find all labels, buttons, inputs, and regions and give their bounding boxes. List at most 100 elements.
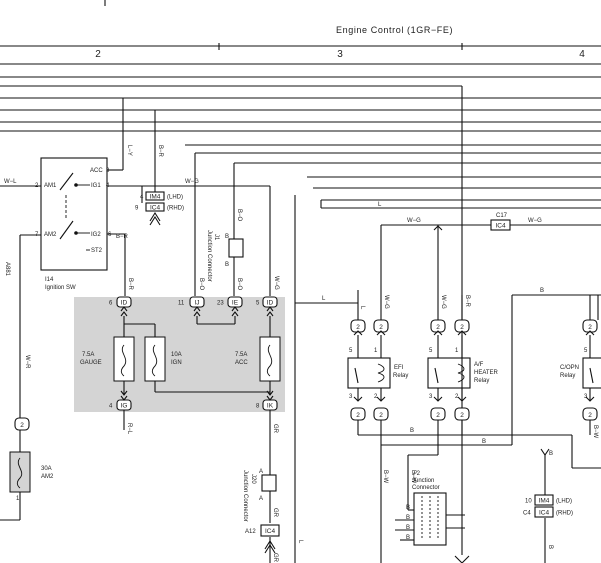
svg-text:B−O: B−O <box>236 278 242 291</box>
lower-left-wiring: R−L GR GR GR L <box>123 195 303 563</box>
svg-text:Connector: Connector <box>412 485 440 491</box>
connector-im4-right: IM4 IC4 10 C4 (LHD) (RHD) <box>523 494 573 518</box>
svg-text:B−R: B−R <box>127 278 133 291</box>
svg-text:5: 5 <box>256 301 260 307</box>
fuse-acc: 7.5A ACC <box>235 336 281 382</box>
svg-text:2: 2 <box>436 412 440 419</box>
svg-text:GR: GR <box>272 508 278 518</box>
svg-text:EFI: EFI <box>394 365 404 371</box>
svg-text:11: 11 <box>178 301 185 307</box>
svg-text:Junction: Junction <box>412 478 434 484</box>
svg-text:L: L <box>378 202 382 208</box>
edge-mark: A881 <box>4 262 10 277</box>
svg-text:9: 9 <box>135 206 139 212</box>
fuse-gauge: 7.5A GAUGE <box>80 336 135 382</box>
svg-text:J20: J20 <box>250 474 256 484</box>
svg-text:GR: GR <box>272 424 278 434</box>
svg-text:5: 5 <box>429 348 433 354</box>
svg-text:2: 2 <box>460 324 464 331</box>
svg-text:IK: IK <box>267 403 274 410</box>
svg-text:C4: C4 <box>523 511 531 517</box>
svg-text:L: L <box>359 306 365 310</box>
svg-text:IGN: IGN <box>171 360 182 366</box>
svg-text:B: B <box>540 288 544 294</box>
svg-text:Relay: Relay <box>474 378 489 384</box>
svg-text:B: B <box>406 535 410 541</box>
svg-text:W−G: W−G <box>407 218 421 224</box>
svg-text:5: 5 <box>584 348 588 354</box>
svg-text:L: L <box>297 540 303 544</box>
svg-text:IC4: IC4 <box>265 528 276 535</box>
connector-a12: IC4 A12 <box>245 524 280 554</box>
svg-text:A: A <box>259 496 263 502</box>
zone-label-3: 3 <box>337 49 343 60</box>
svg-text:3: 3 <box>106 168 110 174</box>
bus-lines <box>0 63 601 555</box>
svg-text:C/OPN: C/OPN <box>560 365 579 371</box>
svg-text:1: 1 <box>374 348 378 354</box>
svg-text:2: 2 <box>588 412 592 419</box>
diagram-title: Engine Control (1GR−FE) <box>336 25 453 35</box>
relay-af-heater: 5 1 3 2 A/F HEATER Relay <box>427 330 499 402</box>
relay-pins: 2 2 2 2 2 2 2 2 2 2 <box>350 319 598 421</box>
svg-text:J 2: J 2 <box>412 471 421 477</box>
svg-text:6: 6 <box>108 232 112 238</box>
svg-text:B: B <box>410 428 414 434</box>
svg-text:IM4: IM4 <box>150 194 161 201</box>
ignition-switch-name: I14 <box>45 277 54 283</box>
fuse-block-panel <box>74 297 285 412</box>
svg-text:B−O: B−O <box>236 209 242 222</box>
svg-text:B: B <box>406 525 410 531</box>
fuse-block-pins: ID 6 IJ 11 IE 23 ID 5 IG 4 IK 8 <box>109 296 278 411</box>
ignition-switch-caption: Ignition SW <box>45 285 76 291</box>
svg-text:3: 3 <box>429 394 433 400</box>
svg-text:1: 1 <box>455 348 459 354</box>
svg-text:GAUGE: GAUGE <box>80 360 102 366</box>
svg-text:7.5A: 7.5A <box>235 352 247 358</box>
svg-text:B−W: B−W <box>410 470 416 484</box>
svg-text:W−G: W−G <box>383 295 389 309</box>
svg-text:R−L: R−L <box>126 423 132 435</box>
svg-text:A12: A12 <box>245 529 256 535</box>
svg-text:IC4: IC4 <box>539 510 550 517</box>
svg-text:(LHD): (LHD) <box>556 499 572 505</box>
svg-text:Relay: Relay <box>393 373 408 379</box>
zone-label-2: 2 <box>95 49 101 60</box>
svg-text:10: 10 <box>525 499 532 505</box>
svg-text:AM2: AM2 <box>44 232 57 238</box>
svg-text:ID: ID <box>267 300 274 307</box>
zone-label-4: 4 <box>579 49 585 60</box>
svg-text:Junction Connector: Junction Connector <box>206 230 212 282</box>
svg-text:IG1: IG1 <box>91 183 101 189</box>
down-arrow-bus <box>454 555 470 563</box>
svg-text:W−G: W−G <box>528 218 542 224</box>
svg-text:HEATER: HEATER <box>474 370 499 376</box>
svg-text:IG: IG <box>121 403 128 410</box>
svg-text:B: B <box>549 451 553 457</box>
svg-text:10A: 10A <box>171 352 182 358</box>
svg-text:J1: J1 <box>213 234 219 241</box>
svg-text:A/F: A/F <box>474 362 484 368</box>
svg-text:W−G: W−G <box>440 295 446 309</box>
svg-text:2: 2 <box>374 394 378 400</box>
svg-text:IC4: IC4 <box>495 223 506 230</box>
svg-text:(RHD): (RHD) <box>556 511 573 517</box>
svg-text:(LHD): (LHD) <box>167 195 183 201</box>
junction-j2: B B B B J 2 Junction Connector <box>395 471 465 546</box>
svg-text:ACC: ACC <box>90 168 103 174</box>
svg-text:B: B <box>225 262 229 268</box>
svg-text:AM2: AM2 <box>41 474 54 480</box>
svg-text:4: 4 <box>140 195 144 201</box>
svg-text:6: 6 <box>109 301 113 307</box>
svg-text:2: 2 <box>20 422 24 429</box>
svg-text:C17: C17 <box>496 213 508 219</box>
svg-text:5: 5 <box>349 348 353 354</box>
svg-text:ACC: ACC <box>235 360 248 366</box>
connector-im4-left: IM4 IC4 4 9 (LHD) (RHD) <box>135 191 184 226</box>
svg-text:(RHD): (RHD) <box>167 206 184 212</box>
svg-text:IC4: IC4 <box>150 205 161 212</box>
svg-text:L−Y: L−Y <box>126 145 132 156</box>
svg-text:IG2: IG2 <box>91 232 101 238</box>
svg-text:2: 2 <box>356 324 360 331</box>
